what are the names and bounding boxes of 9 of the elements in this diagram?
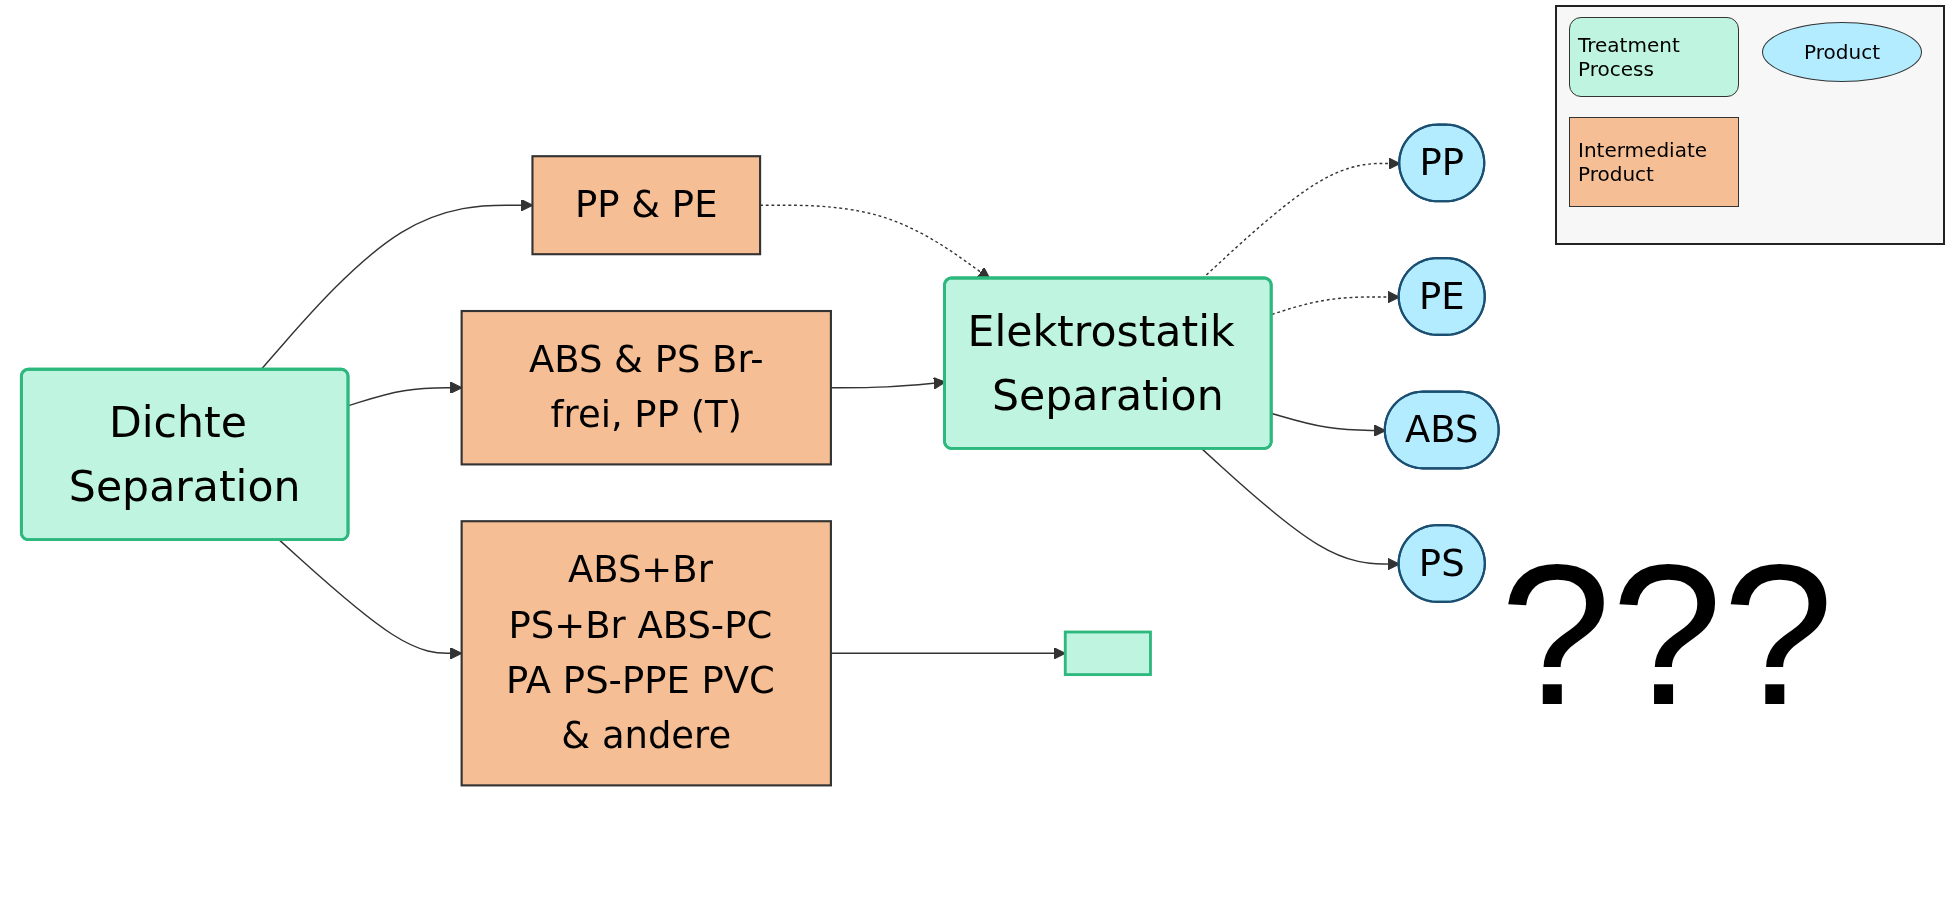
node-box: ABS+Br PS+Br ABS-PC PA PS-PPE PVC & andere xyxy=(460,520,832,787)
node-box: ABS & PS Br-frei, PP (T) xyxy=(460,309,832,466)
legend-entry: Intermediate Product xyxy=(1569,117,1739,207)
note-text: ??? xyxy=(1500,522,1834,748)
node-box xyxy=(1063,630,1152,677)
legend-entry: Treatment Process xyxy=(1569,17,1739,97)
arrow xyxy=(830,647,1066,660)
legend-entry: Product xyxy=(1762,22,1922,82)
node-box: PP & PE xyxy=(531,155,762,256)
